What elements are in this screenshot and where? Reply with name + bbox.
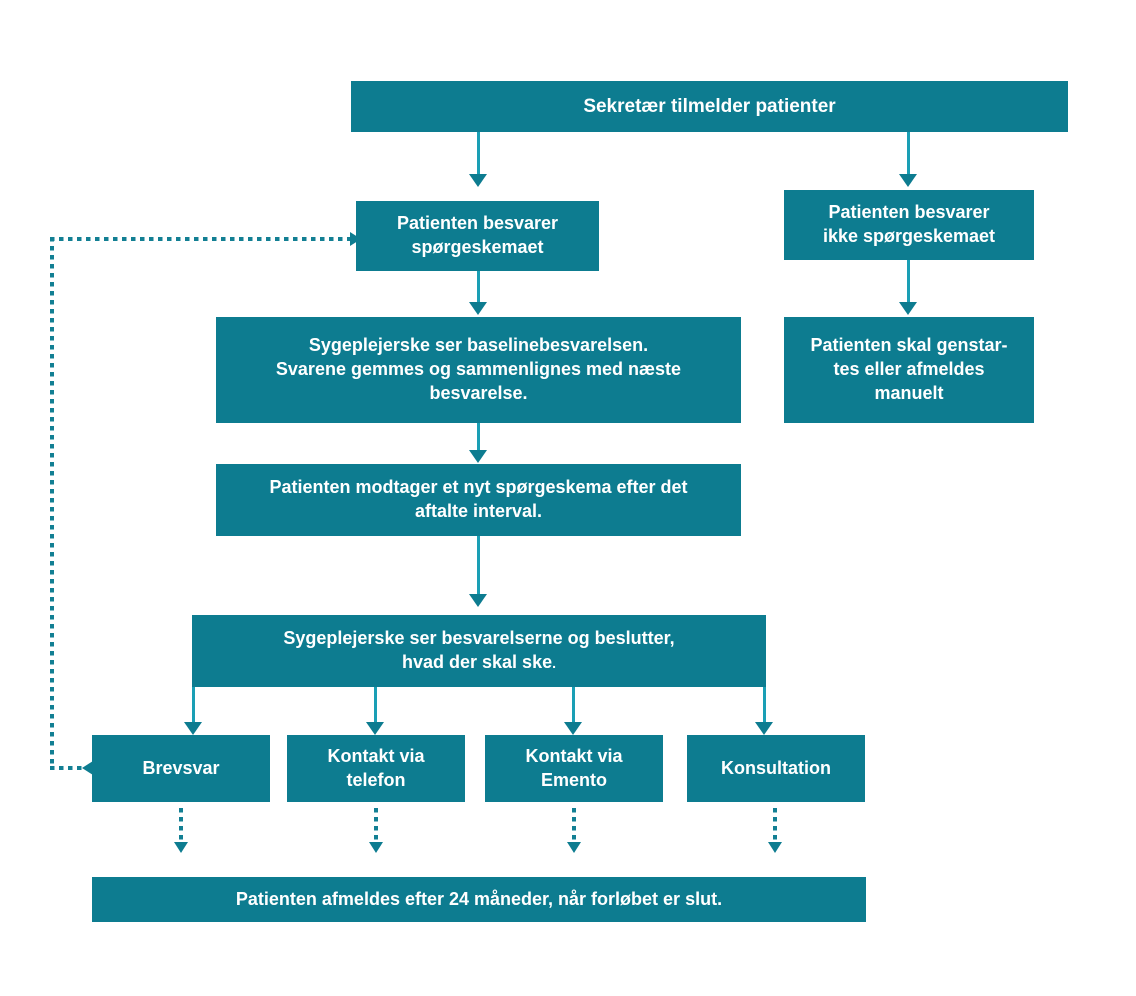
node-nurse-baseline-line1: Sygeplejerske ser baselinebesvarelsen. <box>308 335 649 356</box>
node-patienten-skal-genstartes-manuelt[interactable]: Patienten skal genstar- tes eller afmeld… <box>784 317 1034 423</box>
node-patienten-besvarer-spoergeskemaet[interactable]: Patienten besvarer spørgeskemaet <box>356 201 599 271</box>
node-kontakt-via-emento[interactable]: Kontakt via Emento <box>485 735 663 802</box>
node-kontakt-via-telefon[interactable]: Kontakt via telefon <box>287 735 465 802</box>
node-nurse-decides-line2: hvad der skal ske <box>402 652 553 672</box>
connector-start-to-answers-no <box>907 132 910 178</box>
node-brevsvar-label: Brevsvar <box>142 757 220 778</box>
node-nurse-decides-label: Sygeplejerske ser besvarelserne og beslu… <box>200 627 758 675</box>
arrowhead-feedback-loop-from-brevsvar <box>82 761 93 775</box>
connector-decides-to-brevsvar <box>192 687 195 727</box>
arrowhead-answers-yes-to-nurse-baseline <box>469 302 487 315</box>
node-nurse-decides-period: . <box>552 655 556 671</box>
node-nurse-baseline-line3: besvarelse. <box>429 382 528 403</box>
node-answers-no-label: Patienten besvarer ikke spørgeskemaet <box>792 201 1026 249</box>
connector-decides-to-telefon <box>374 687 377 727</box>
node-nurse-baseline-line2: Svarene gemmes og sammenlignes med næste <box>275 359 682 380</box>
arrowhead-feedback-loop-to-answers-yes <box>350 232 361 246</box>
arrowhead-decides-to-brevsvar <box>184 722 202 735</box>
connector-answers-yes-to-nurse-baseline <box>477 271 480 307</box>
node-patienten-afmeldes-efter-24-maaneder[interactable]: Patienten afmeldes efter 24 måneder, når… <box>92 877 866 922</box>
dotted-connector-emento-to-end <box>572 808 576 843</box>
node-sekretaer-tilmelder-patienter[interactable]: Sekretær tilmelder patienter <box>351 81 1068 132</box>
connector-decides-to-emento <box>572 687 575 727</box>
node-start-label: Sekretær tilmelder patienter <box>583 95 836 117</box>
node-answers-no-line1: Patienten besvarer <box>828 202 990 223</box>
arrowhead-new-questionnaire-to-nurse-decides <box>469 594 487 607</box>
node-brevsvar[interactable]: Brevsvar <box>92 735 270 802</box>
node-answers-no-line2: ikke spørgeskemaet <box>822 226 996 246</box>
dotted-connector-brevsvar-to-end <box>179 808 183 843</box>
node-restart-manual-label: Patienten skal genstar- tes eller afmeld… <box>792 334 1026 405</box>
node-end-label: Patienten afmeldes efter 24 måneder, når… <box>235 888 723 909</box>
node-konsultation[interactable]: Konsultation <box>687 735 865 802</box>
connector-nurse-baseline-to-new-questionnaire <box>477 423 480 456</box>
arrowhead-telefon-to-end <box>369 842 383 853</box>
arrowhead-decides-to-konsultation <box>755 722 773 735</box>
node-emento-label: Kontakt via Emento <box>493 745 655 793</box>
node-nurse-decides-line1: Sygeplejerske ser besvarelserne og beslu… <box>283 628 675 649</box>
node-konsultation-label: Konsultation <box>721 757 831 778</box>
arrowhead-brevsvar-to-end <box>174 842 188 853</box>
node-telefon-line2: telefon <box>346 769 406 790</box>
node-telefon-label: Kontakt via telefon <box>295 745 457 793</box>
feedback-loop-bottom-segment <box>50 766 92 770</box>
node-answers-yes-label: Patienten besvarer spørgeskemaet <box>364 212 591 260</box>
arrowhead-decides-to-emento <box>564 722 582 735</box>
connector-decides-to-konsultation <box>763 687 766 727</box>
node-answers-yes-line2: spørgeskemaet <box>411 237 544 257</box>
node-telefon-line1: Kontakt via <box>327 745 425 766</box>
feedback-loop-left-segment <box>50 237 54 768</box>
connector-new-questionnaire-to-nurse-decides <box>477 536 480 598</box>
connector-start-to-answers-yes <box>477 132 480 178</box>
node-patienten-modtager-nyt-spoergeskema[interactable]: Patienten modtager et nyt spørgeskema ef… <box>216 464 741 536</box>
node-restart-manual-line1: Patienten skal genstar- <box>810 335 1008 356</box>
node-sygeplejerske-ser-baselinebesvarelsen[interactable]: Sygeplejerske ser baselinebesvarelsen. S… <box>216 317 741 423</box>
connector-answers-no-to-restart-manual <box>907 260 910 306</box>
node-restart-manual-line3: manuelt <box>874 382 944 403</box>
arrowhead-start-to-answers-no <box>899 174 917 187</box>
arrowhead-decides-to-telefon <box>366 722 384 735</box>
arrowhead-answers-no-to-restart-manual <box>899 302 917 315</box>
arrowhead-konsultation-to-end <box>768 842 782 853</box>
arrowhead-start-to-answers-yes <box>469 174 487 187</box>
node-emento-line1: Kontakt via <box>525 745 623 766</box>
arrowhead-emento-to-end <box>567 842 581 853</box>
arrowhead-nurse-baseline-to-new-questionnaire <box>469 450 487 463</box>
node-emento-line2: Emento <box>540 769 607 790</box>
feedback-loop-top-segment <box>50 237 356 241</box>
node-sygeplejerske-ser-besvarelserne[interactable]: Sygeplejerske ser besvarelserne og beslu… <box>192 615 766 687</box>
node-nurse-baseline-label: Sygeplejerske ser baselinebesvarelsen. S… <box>224 334 733 405</box>
node-new-questionnaire-line2: aftalte interval. <box>414 501 543 521</box>
node-new-questionnaire-line1: Patienten modtager et nyt spørgeskema ef… <box>269 477 688 498</box>
node-restart-manual-line2: tes eller afmeldes <box>833 359 985 380</box>
node-new-questionnaire-label: Patienten modtager et nyt spørgeskema ef… <box>224 476 733 524</box>
node-patienten-besvarer-ikke-spoergeskemaet[interactable]: Patienten besvarer ikke spørgeskemaet <box>784 190 1034 260</box>
dotted-connector-konsultation-to-end <box>773 808 777 843</box>
dotted-connector-telefon-to-end <box>374 808 378 843</box>
node-answers-yes-line1: Patienten besvarer <box>396 213 559 234</box>
